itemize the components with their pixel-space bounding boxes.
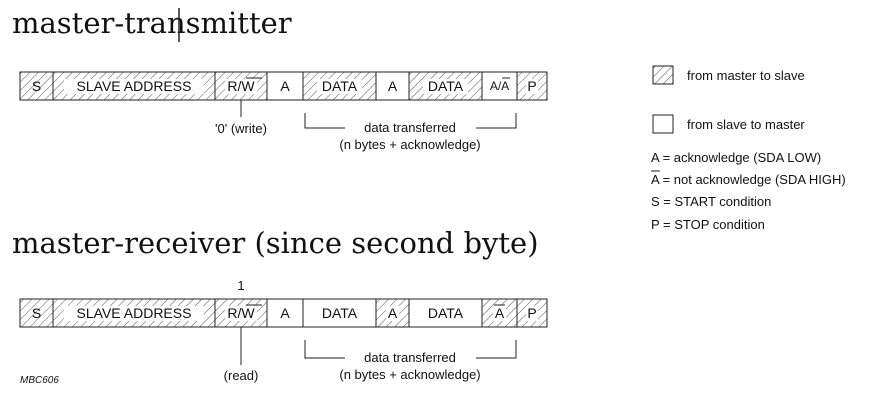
cell-slave-address-label: SLAVE ADDRESS xyxy=(77,78,192,94)
transmitter-frame: S SLAVE ADDRESS R/W A DATA A DATA A/A P xyxy=(19,71,548,101)
label-backdrop xyxy=(64,306,204,321)
legend-hatched-swatch xyxy=(652,65,674,85)
legend-master-to-slave: from master to slave xyxy=(687,68,805,83)
figure-code: MBC606 xyxy=(20,375,59,386)
cell-ack-2-label: A xyxy=(388,78,398,94)
cell-start-label: S xyxy=(32,78,41,94)
cell-data-2-label: DATA xyxy=(428,305,464,321)
cell-stop-label: P xyxy=(527,305,536,321)
cell-read-write-label: R/W xyxy=(227,305,255,321)
label-backdrop xyxy=(225,306,257,321)
label-backdrop xyxy=(423,79,468,94)
cell-ack-2-label: A xyxy=(388,305,398,321)
cell-read-write-label: R/W xyxy=(227,78,255,94)
cell-data-2-label: DATA xyxy=(428,78,464,94)
cell-slave-address-label: SLAVE ADDRESS xyxy=(77,305,192,321)
cell-data-1 xyxy=(302,298,377,328)
cell-ack-2 xyxy=(375,71,410,101)
receiver-title: master-receiver (since second byte) xyxy=(12,226,539,260)
receiver-frame: S SLAVE ADDRESS R/W A DATA A DATA A P xyxy=(19,298,548,328)
legend-slave-to-master: from slave to master xyxy=(687,117,805,132)
data-transferred-label: data transferred xyxy=(364,120,456,135)
write-annotation: '0' (write) xyxy=(215,121,267,136)
label-backdrop xyxy=(64,79,204,94)
cell-ack-1-label: A xyxy=(280,305,290,321)
cell-start xyxy=(19,298,54,328)
legend-start-def: S = START condition xyxy=(651,194,771,209)
rw-value: 1 xyxy=(237,278,244,293)
cell-nack-label: A xyxy=(495,305,505,321)
legend-nack-def: A = not acknowledge (SDA HIGH) xyxy=(651,172,846,187)
n-bytes-label: (n bytes + acknowledge) xyxy=(339,367,480,382)
legend: from master to slave from slave to maste… xyxy=(651,65,846,232)
label-backdrop xyxy=(386,306,399,321)
cell-ack-nack-label: A/A xyxy=(490,79,509,93)
data-bracket xyxy=(304,113,517,129)
read-annotation: (read) xyxy=(224,368,259,383)
cell-stop-label: P xyxy=(527,78,536,94)
cell-ack-1-label: A xyxy=(280,78,290,94)
label-backdrop xyxy=(526,306,538,321)
legend-ack-def: A = acknowledge (SDA LOW) xyxy=(651,150,821,165)
transmitter-title: master-transmitter xyxy=(12,6,292,40)
cell-ack-nack xyxy=(481,71,518,101)
data-transferred-label: data transferred xyxy=(364,350,456,365)
cell-ack-1 xyxy=(266,298,304,328)
n-bytes-label: (n bytes + acknowledge) xyxy=(339,137,480,152)
label-backdrop xyxy=(317,79,362,94)
label-backdrop xyxy=(526,79,538,94)
cell-data-1-label: DATA xyxy=(322,78,358,94)
data-bracket xyxy=(304,340,517,359)
legend-stop-def: P = STOP condition xyxy=(651,217,765,232)
label-backdrop xyxy=(225,79,257,94)
cell-start-label: S xyxy=(32,305,41,321)
label-backdrop xyxy=(493,306,506,321)
legend-plain-swatch xyxy=(652,114,674,134)
cell-data-1-label: DATA xyxy=(322,305,358,321)
